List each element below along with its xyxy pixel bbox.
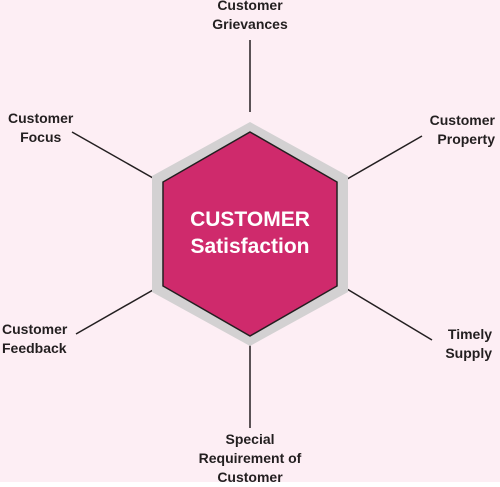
node-label-line: Feedback bbox=[2, 340, 67, 356]
connector-focus bbox=[71, 131, 161, 183]
node-label-line: Requirement of bbox=[198, 450, 302, 466]
center-title: CUSTOMER Satisfaction bbox=[160, 206, 340, 260]
node-label-line: Property bbox=[437, 131, 495, 147]
node-label-line: Special bbox=[225, 431, 275, 447]
node-customer-focus: Customer Focus bbox=[8, 109, 73, 147]
node-customer-property: Customer Property bbox=[430, 111, 495, 149]
node-label-line: Customer bbox=[8, 110, 74, 126]
node-label-line: Customer bbox=[217, 0, 283, 13]
center-hexagon bbox=[162, 131, 338, 337]
node-label-line: Customer bbox=[217, 469, 283, 485]
node-label-line: Supply bbox=[445, 345, 492, 361]
center-title-line1: CUSTOMER bbox=[190, 208, 310, 231]
node-special-requirement: Special Requirement of Customer bbox=[180, 430, 320, 487]
node-label-line: Timely bbox=[447, 326, 492, 342]
connector-supply bbox=[341, 285, 433, 341]
connector-feedback bbox=[75, 285, 161, 335]
node-label-line: Focus bbox=[20, 129, 62, 145]
node-timely-supply: Timely Supply bbox=[445, 325, 492, 363]
node-label-line: Grievances bbox=[212, 16, 288, 32]
center-title-line2: Satisfaction bbox=[190, 235, 310, 258]
node-label-line: Customer bbox=[429, 112, 495, 128]
node-customer-grievances: Customer Grievances bbox=[190, 0, 310, 34]
node-label-line: Customer bbox=[2, 321, 68, 337]
connector-property bbox=[341, 135, 423, 183]
node-customer-feedback: Customer Feedback bbox=[2, 320, 67, 358]
